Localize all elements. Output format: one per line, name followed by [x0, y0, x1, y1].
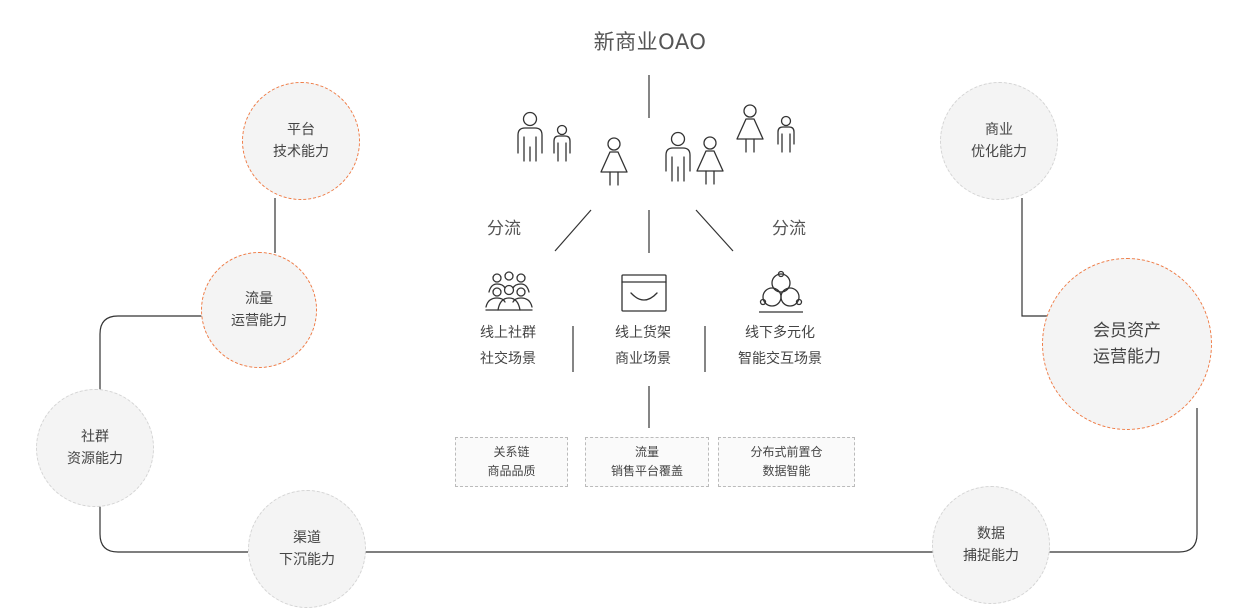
channel-line2: 智能交互场景 [738, 351, 822, 367]
capability-line2: 优化能力 [971, 144, 1027, 160]
channel-online-shelf: 线上货架 商业场景 [588, 320, 698, 372]
capability-line2: 资源能力 [67, 451, 123, 467]
capability-line1: 商业 [985, 122, 1013, 138]
capability-line2: 运营能力 [231, 313, 287, 329]
box-line1: 关系链 [493, 445, 530, 459]
capability-line2: 捕捉能力 [963, 548, 1019, 564]
capability-line2: 运营能力 [1093, 347, 1161, 367]
page-title: 新商业OAO [593, 30, 707, 54]
capability-line1: 社群 [81, 429, 109, 445]
capability-line2: 技术能力 [273, 144, 329, 160]
box-line2: 销售平台覆盖 [610, 464, 683, 478]
customers-icon [517, 104, 795, 186]
capability-channel-sinking: 渠道 下沉能力 [248, 490, 366, 608]
box-traffic-platform: 流量 销售平台覆盖 [585, 437, 709, 487]
box-warehouse-data: 分布式前置仓 数据智能 [718, 437, 855, 487]
capability-data-capture: 数据 捕捉能力 [932, 486, 1050, 604]
channel-line1: 线下多元化 [745, 325, 815, 341]
box-line1: 分布式前置仓 [750, 445, 823, 459]
capability-line1: 数据 [977, 526, 1005, 542]
people-group-icon [485, 271, 533, 311]
channel-offline-interaction: 线下多元化 智能交互场景 [716, 320, 844, 372]
box-relationship-quality: 关系链 商品品质 [455, 437, 568, 487]
channel-line1: 线上社群 [480, 325, 536, 341]
capability-line2: 下沉能力 [279, 552, 335, 568]
capability-line1: 平台 [287, 122, 315, 138]
channel-line2: 社交场景 [480, 351, 536, 367]
capability-platform-tech: 平台 技术能力 [242, 82, 360, 200]
capability-traffic-ops: 流量 运营能力 [201, 252, 317, 368]
box-line2: 数据智能 [762, 464, 811, 478]
channel-line2: 商业场景 [615, 351, 671, 367]
capability-line1: 会员资产 [1093, 321, 1161, 341]
channel-line1: 线上货架 [615, 325, 671, 341]
split-label-left: 分流 [487, 219, 521, 239]
box-line2: 商品品质 [487, 464, 536, 478]
shelf-window-icon [621, 274, 667, 312]
interaction-circles-icon [759, 270, 803, 313]
split-label-right: 分流 [772, 219, 806, 239]
capability-community-resources: 社群 资源能力 [36, 389, 154, 507]
capability-member-assets: 会员资产 运营能力 [1042, 258, 1212, 430]
capability-line1: 渠道 [293, 530, 321, 546]
channel-online-community: 线上社群 社交场景 [452, 320, 564, 372]
capability-line1: 流量 [245, 291, 273, 307]
capability-commerce-optimization: 商业 优化能力 [940, 82, 1058, 200]
box-line1: 流量 [634, 445, 659, 459]
